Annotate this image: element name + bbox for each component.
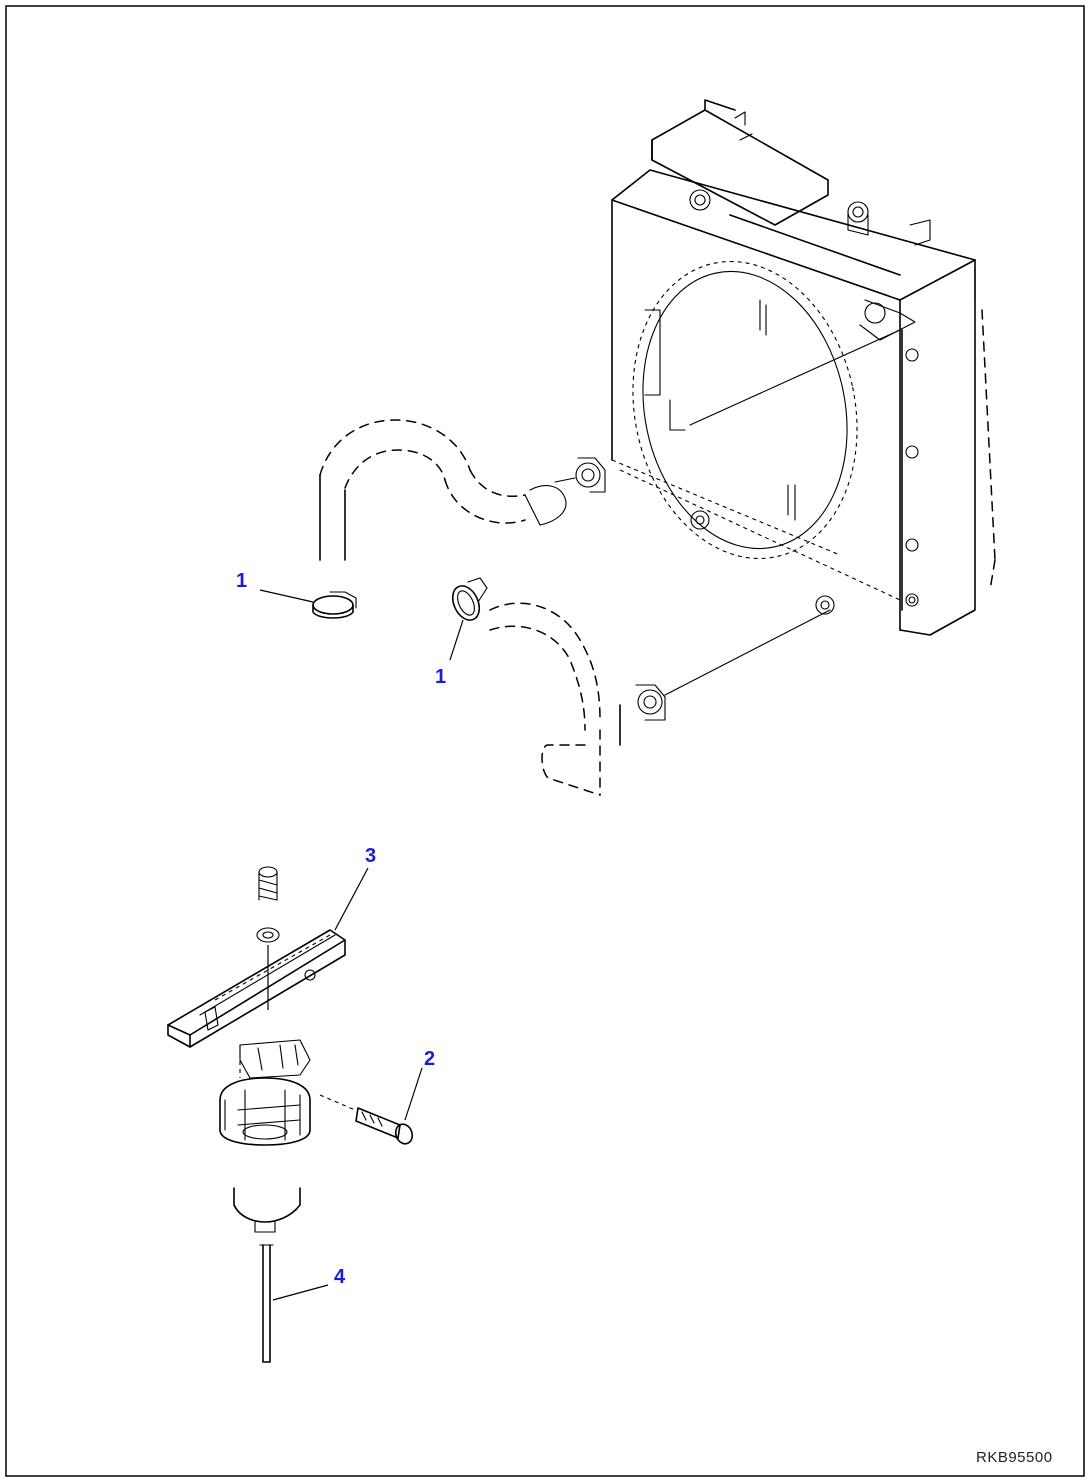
leader-line-3: [334, 867, 369, 931]
callout-1-right: 1: [435, 666, 446, 688]
callout-3: 3: [365, 845, 376, 867]
callout-2: 2: [424, 1048, 435, 1070]
hose-clamp-right: [451, 577, 488, 621]
leader-line-1a: [259, 589, 314, 603]
filter-bowl: [233, 1187, 301, 1233]
drawing-id: RKB95500: [976, 1449, 1053, 1466]
bolt: [319, 1094, 414, 1145]
leader-line-4: [272, 1284, 329, 1301]
leader-line-2: [404, 1067, 423, 1121]
radiator-assembly: [575, 99, 996, 721]
callout-1-left: 1: [236, 570, 247, 592]
leader-line-1b: [449, 619, 464, 661]
hose-clamp-left: [312, 591, 357, 619]
washer: [256, 927, 280, 943]
upper-hose: [319, 419, 576, 561]
lower-hose: [489, 602, 621, 796]
callout-4: 4: [334, 1266, 346, 1288]
screw: [258, 866, 278, 901]
filter-head: [219, 1039, 311, 1146]
bracket: [167, 929, 346, 1048]
drain-tube: [259, 1244, 274, 1363]
drawing-border: [5, 5, 1085, 1477]
